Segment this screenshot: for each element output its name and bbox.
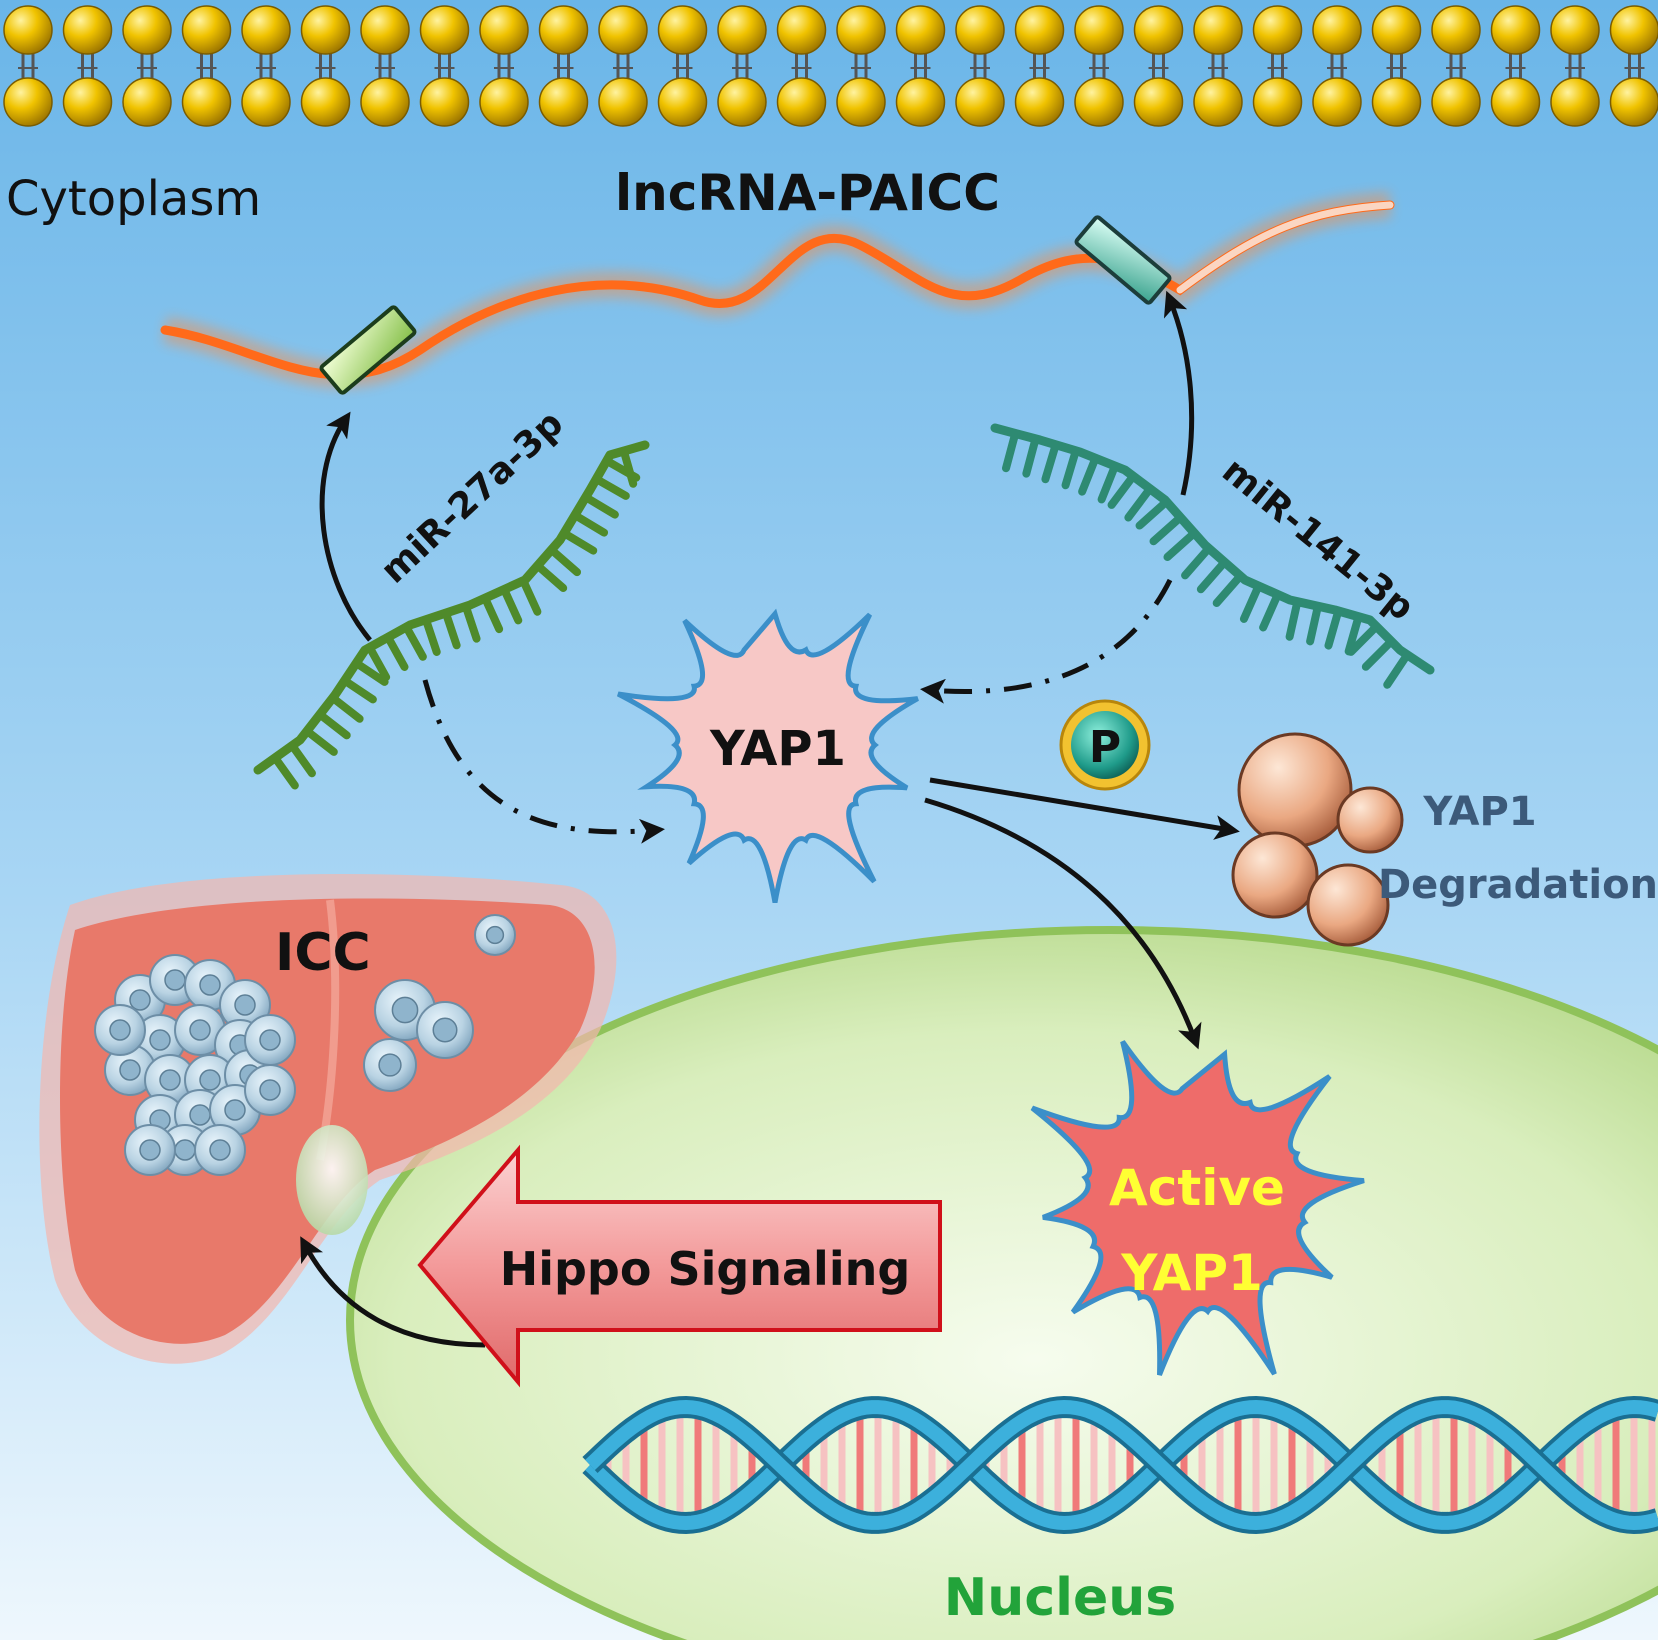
lipid-head — [62, 5, 113, 55]
degradation-arrow — [929, 777, 1240, 840]
lipid-head — [955, 5, 1005, 55]
lipid-head — [479, 77, 529, 127]
lipid-head — [1550, 77, 1600, 127]
icc-label: ICC — [275, 923, 371, 983]
lipid-head — [1371, 77, 1422, 127]
mir141-binding-site — [1074, 215, 1172, 305]
lipid-head — [419, 77, 470, 127]
lipid-head — [479, 5, 529, 55]
phospho-label: P — [1089, 722, 1121, 773]
hippo-signaling-arrow — [417, 1144, 942, 1388]
mir141-inhibition-arrow — [920, 578, 1173, 704]
lipid-head — [1133, 77, 1184, 127]
lncrna-label: lncRNA-PAICC — [615, 164, 1000, 222]
cytoplasm-label: Cytoplasm — [6, 171, 261, 227]
lipid-head — [181, 5, 232, 55]
lipid-head — [717, 77, 767, 127]
lipid-head — [300, 5, 351, 55]
lipid-head — [122, 5, 172, 55]
lipid-head — [1252, 5, 1303, 55]
lipid-head — [1074, 77, 1124, 127]
liver-illustration — [39, 873, 617, 1364]
mir27-strand — [253, 440, 650, 790]
nucleus-label: Nucleus — [944, 1568, 1176, 1628]
lipid-head — [598, 77, 648, 127]
mir141-strand — [990, 423, 1435, 689]
degradation-yap1-label: YAP1 — [1422, 789, 1536, 835]
lipid-head — [181, 77, 232, 127]
yap1-protein — [616, 608, 919, 903]
lipid-head — [1550, 5, 1600, 55]
lipid-head — [3, 77, 53, 127]
lipid-head — [1609, 5, 1658, 55]
yap1-label: YAP1 — [709, 721, 846, 777]
lipid-head — [241, 77, 291, 127]
lipid-head — [657, 5, 708, 55]
lipid-head — [538, 77, 589, 127]
lipid-head — [62, 77, 113, 127]
active-yap1-label: YAP1 — [1120, 1244, 1263, 1302]
icc-progression-arrow — [300, 1236, 486, 1348]
degradation-label: Degradation — [1378, 862, 1658, 908]
mir27-inhibition-arrow — [422, 679, 665, 844]
lipid-head — [1133, 5, 1184, 55]
lipid-head — [3, 5, 53, 55]
lipid-head — [1312, 77, 1362, 127]
lipid-head — [360, 5, 410, 55]
mir141-binding-arrow — [1163, 290, 1195, 496]
lipid-head — [1193, 77, 1243, 127]
lipid-head — [895, 77, 946, 127]
lipid-head — [1014, 77, 1065, 127]
degradation-spheres — [1231, 732, 1404, 947]
mir27-binding-site — [319, 305, 417, 395]
lipid-head — [776, 77, 827, 127]
lipid-head — [538, 5, 589, 55]
lipid-head — [598, 5, 648, 55]
lipid-head — [1490, 5, 1541, 55]
lncrna-tail — [1176, 201, 1394, 294]
nuclear-translocation-arrow — [924, 797, 1202, 1050]
tumor-cells — [94, 914, 516, 1176]
lipid-head — [360, 77, 410, 127]
lipid-head — [122, 77, 172, 127]
lipid-head — [657, 77, 708, 127]
lipid-head — [955, 77, 1005, 127]
lipid-head — [241, 5, 291, 55]
cell-membrane — [3, 5, 1658, 127]
active-yap1-protein — [1030, 1040, 1365, 1376]
dna-helix — [582, 1395, 1658, 1535]
hippo-signaling-label: Hippo Signaling — [500, 1242, 911, 1296]
lipid-head — [776, 5, 827, 55]
lipid-head — [1431, 77, 1481, 127]
lipid-head — [717, 5, 767, 55]
lipid-head — [1074, 5, 1124, 55]
active-label: Active — [1109, 1159, 1285, 1217]
gallbladder — [296, 1125, 368, 1235]
lipid-head — [1490, 77, 1541, 127]
lipid-head — [836, 77, 886, 127]
lipid-head — [300, 77, 351, 127]
lipid-head — [1014, 5, 1065, 55]
lipid-head — [419, 5, 470, 55]
lipid-head — [1193, 5, 1243, 55]
lipid-head — [836, 5, 886, 55]
lipid-head — [1371, 5, 1422, 55]
phospho-badge — [1071, 711, 1139, 779]
lipid-head — [1431, 5, 1481, 55]
mir27-binding-arrow — [319, 411, 372, 642]
lipid-head — [1312, 5, 1362, 55]
lipid-head — [895, 5, 946, 55]
lipid-head — [1252, 77, 1303, 127]
lipid-head — [1609, 77, 1658, 127]
